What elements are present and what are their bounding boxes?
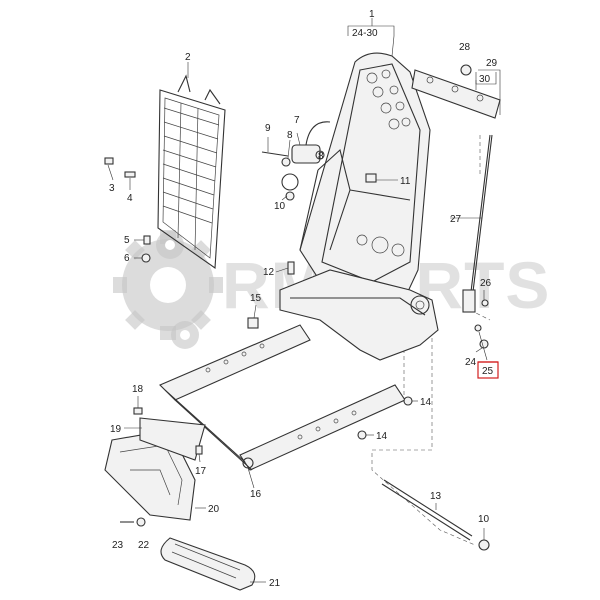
screw-18-icon (133, 407, 143, 415)
callout-25: 25 (482, 366, 494, 377)
callout-29: 29 (486, 58, 498, 69)
frame-lightening-holes (356, 69, 411, 257)
callout-20: 20 (208, 504, 220, 515)
callout-7: 7 (294, 115, 300, 126)
bolt-9-icon (261, 151, 289, 157)
nut-10-icon (285, 191, 295, 201)
callout-22: 22 (138, 540, 150, 551)
callout-27: 27 (450, 214, 462, 225)
callout-14-upper: 14 (420, 397, 432, 408)
mounting-bracket (139, 417, 206, 461)
clip-4-icon (124, 171, 136, 178)
backrest-frame (299, 52, 431, 301)
callout-10-motor: 10 (274, 201, 286, 212)
callout-13: 13 (430, 491, 442, 502)
callout-5: 5 (124, 235, 130, 246)
callout-8-right: 8 (318, 151, 324, 162)
callout-2: 2 (185, 52, 191, 63)
washer-22-icon (136, 517, 146, 527)
clip-17-icon (195, 445, 203, 455)
callout-labels: 1 24-30 2 3 4 5 6 7 8 8 9 10 10 11 12 13… (109, 9, 498, 589)
upper-bracket (411, 69, 501, 119)
clip-11-icon (365, 173, 377, 183)
callout-8-upper: 8 (287, 130, 293, 141)
callout-1: 1 (369, 9, 375, 20)
callout-28: 28 (459, 42, 471, 53)
pad-15-icon (247, 317, 259, 329)
nut-10b-icon (478, 539, 490, 551)
release-cable (462, 134, 493, 313)
rod (381, 479, 473, 541)
clip-26-icon (481, 299, 489, 307)
callout-9: 9 (265, 123, 271, 134)
sensor-12-icon (287, 261, 295, 275)
spring-25-icon (474, 324, 482, 332)
callout-23: 23 (112, 540, 124, 551)
callout-6: 6 (124, 253, 130, 264)
highlight (477, 361, 499, 379)
callout-11: 11 (400, 176, 411, 187)
callout-16: 16 (250, 489, 262, 500)
callout-3: 3 (109, 183, 115, 194)
callout-12: 12 (263, 267, 275, 278)
backrest-spring-mat (157, 74, 226, 270)
callout-30-box (475, 72, 497, 85)
callout-17: 17 (195, 466, 207, 477)
bolt-3-icon (104, 157, 114, 165)
callout-30: 30 (479, 74, 491, 85)
callout-24: 24 (465, 357, 477, 368)
washer-8-icon (281, 157, 291, 167)
callout-4: 4 (127, 193, 133, 204)
callout-10-rod: 10 (478, 514, 490, 525)
callout-26: 26 (480, 278, 492, 289)
screw-14b-icon (357, 430, 367, 440)
callout-18: 18 (132, 384, 144, 395)
callout-15: 15 (250, 293, 262, 304)
callout-14-lower: 14 (376, 431, 388, 442)
leader-lines (107, 18, 501, 583)
nut-6-icon (141, 253, 151, 263)
callout-24-30: 24-30 (352, 28, 378, 39)
cap-28-icon (460, 64, 472, 76)
watermark-gear-small-icon (156, 231, 199, 349)
screw-14a-icon (403, 396, 413, 406)
callout-21: 21 (269, 578, 281, 589)
spring-5-icon (143, 235, 151, 245)
seat-pan-frame (159, 324, 406, 471)
pin-24-icon (479, 339, 489, 349)
seat-base-frame (279, 269, 439, 361)
motor (281, 121, 331, 191)
aerosol-can (160, 537, 256, 591)
callout-19: 19 (110, 424, 122, 435)
